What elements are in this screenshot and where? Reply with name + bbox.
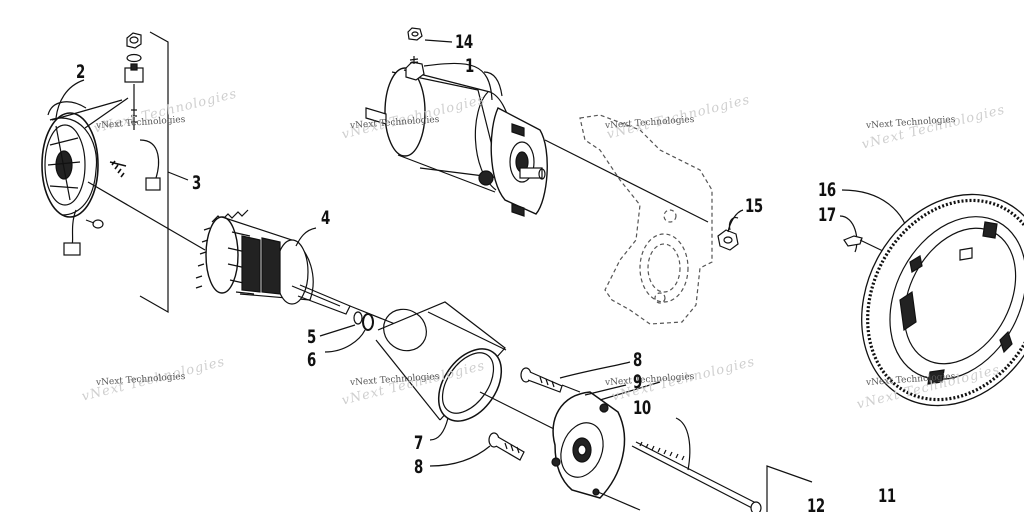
part-nut-15 [717,217,739,251]
part-housing [375,301,561,441]
callout-12: 12 [807,495,825,517]
callout-2: 2 [76,61,85,83]
callout-14: 14 [455,31,473,53]
callout-15: 15 [745,195,763,217]
group-bracket-3 [139,31,189,314]
part-end-cap [551,384,641,511]
callout-11: 11 [878,485,896,507]
part-ring-gear [861,193,1024,407]
callout-16: 16 [818,179,836,201]
callout-3: 3 [192,172,201,194]
part-brush-lead [63,139,161,256]
part-washers [319,311,374,353]
callout-9: 9 [633,371,642,393]
part-motor-assembly [365,56,709,223]
part-through-bolt [631,417,762,512]
callout-1: 1 [465,55,474,77]
callout-7: 7 [414,432,423,454]
callout-17: 17 [818,204,836,226]
callout-8-lower: 8 [414,456,423,478]
part-terminal-hardware [124,32,144,130]
callout-8-upper: 8 [633,349,642,371]
mounting-bracket-dashed [579,114,713,325]
part-bolts [429,361,631,467]
part-armature [87,181,421,335]
callout-6: 6 [307,349,316,371]
callout-4: 4 [321,207,330,229]
group-bracket-12 [766,465,813,512]
callout-leaders [55,71,744,401]
callout-10: 10 [633,397,651,419]
callout-5: 5 [307,326,316,348]
part-brush-plate [41,97,129,218]
part-nut-14 [407,27,453,43]
